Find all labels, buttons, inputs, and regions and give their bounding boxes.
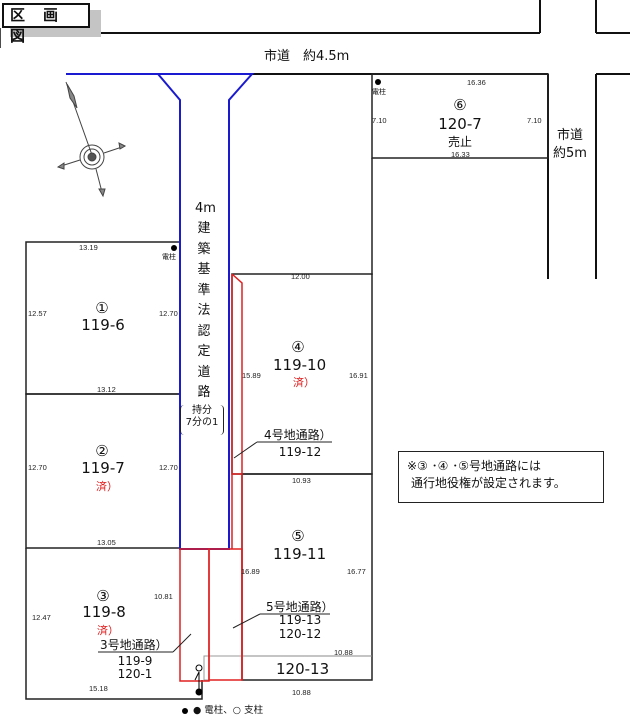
note-line-2: 通行地役権が設定されます。: [411, 476, 566, 490]
lot-4-status: 済）: [293, 376, 315, 389]
lot-2-dim-right: 12.70: [159, 463, 178, 472]
char: 準: [197, 282, 211, 298]
lot-6-status: 売止: [448, 135, 473, 149]
lot-5-id: 119-11: [273, 545, 327, 563]
share-line-1: 持分: [192, 405, 212, 416]
legend: ● 電柱、○ 支柱: [193, 705, 264, 716]
lot-3-dim-bottom: 15.18: [89, 684, 108, 693]
lot-4-dim-top: 12.00: [291, 272, 310, 281]
lot-1-dim-right: 12.70: [159, 309, 178, 318]
right-road-width: 約5m: [553, 146, 587, 161]
lot-3-boundary: [25, 548, 203, 700]
support-pole-icon: [195, 664, 203, 672]
lot-120-13-id: 120-13: [276, 660, 330, 678]
passage-5-outline: [208, 548, 243, 681]
lot-4-dim-left: 15.89: [242, 371, 261, 380]
lot-3-status: 済）: [97, 624, 119, 637]
lot-5-dim-right: 16.77: [347, 567, 366, 576]
compass-icon: [56, 81, 127, 198]
lot-1-dim-left: 12.57: [28, 309, 47, 318]
lot-6-dim-bottom: 16.33: [451, 150, 470, 159]
char: 認: [197, 323, 211, 339]
char: 築: [197, 241, 211, 257]
char: 法: [197, 303, 211, 318]
lot-6-dim-top: 16.36: [467, 78, 486, 87]
utility-pole-icon: [375, 79, 381, 85]
legend-pole-icon: [182, 708, 188, 714]
lot-6-boundary: [371, 73, 549, 159]
lot-2-id: 119-7: [81, 459, 125, 477]
private-road-vertical-label: 建 築 基 準 法 認 定 道 路: [196, 219, 212, 404]
right-road-label: 市道: [557, 128, 584, 143]
lot-2-dim-left: 12.70: [28, 463, 47, 472]
lot-6-number: ⑥: [453, 96, 467, 114]
lot-1-dim-top: 13.19: [79, 243, 98, 252]
pole-wire: [194, 671, 200, 681]
lot-2-status: 済）: [96, 480, 118, 493]
lot-3-number: ③: [96, 587, 110, 605]
lot-4-dim-bottom: 10.93: [292, 476, 311, 485]
passage-3-outline: [179, 548, 210, 682]
lot-3-dim-right: 10.81: [154, 592, 173, 601]
lot-5-number: ⑤: [291, 527, 305, 545]
pole-label: 電柱: [162, 253, 176, 261]
lot-3-id: 119-8: [82, 603, 126, 621]
passage-4-label: 4号地通路）: [264, 428, 332, 442]
share-label: 持分 7分の1: [180, 405, 224, 435]
share-line-2: 7分の1: [185, 417, 219, 428]
char: 基: [197, 262, 211, 277]
page-title: 区画図: [2, 3, 90, 45]
lot-120-13-dim-bottom: 10.88: [292, 688, 311, 697]
char: 定: [197, 344, 211, 359]
lot-1-id: 119-6: [81, 316, 125, 334]
lot-6-dim-left: 7.10: [372, 116, 387, 125]
lot-4-id: 119-10: [273, 356, 327, 374]
leader-4: [233, 441, 258, 459]
char: 建: [197, 221, 211, 236]
passage-5-label: 5号地通路）: [266, 600, 334, 614]
pole-label: 電柱: [372, 88, 386, 96]
passage-3-label: 3号地通路）: [100, 638, 168, 652]
passage-5-id: 120-12: [278, 627, 322, 641]
lot-4-number: ④: [291, 338, 305, 356]
utility-pole-icon: [195, 688, 203, 696]
char: 道: [197, 364, 211, 380]
easement-note: ※③ ･④ ･⑤号地通路には 通行地役権が設定されます。: [398, 451, 604, 503]
lot-6-dim-right: 7.10: [527, 116, 542, 125]
lot-4-dim-right: 16.91: [349, 371, 368, 380]
lot-3-dim-left: 12.47: [32, 613, 51, 622]
note-line-1: ※③ ･④ ･⑤号地通路には: [407, 459, 541, 473]
lot-2-dim-bottom: 13.05: [97, 538, 116, 547]
passage-5-id: 119-13: [278, 613, 322, 627]
lot-5-dim-left: 16.89: [241, 567, 260, 576]
leader-3: [172, 633, 192, 653]
char: 路: [197, 385, 211, 400]
utility-pole-icon: [171, 245, 177, 251]
lot-2-number: ②: [95, 442, 109, 460]
passage-4-id: 119-12: [278, 445, 322, 459]
passage-4-outline: [231, 273, 243, 680]
lot-6-id: 120-7: [438, 115, 482, 133]
passage-3-id: 120-1: [117, 667, 153, 681]
top-road-label: 市道 約4.5m: [264, 49, 350, 64]
private-road-width: 4m: [195, 201, 216, 216]
leader-5: [232, 613, 261, 629]
lot-1-number: ①: [95, 299, 109, 317]
passage-3-id: 119-9: [117, 654, 153, 668]
lot-1-dim-bottom: 13.12: [97, 385, 116, 394]
lot-5-dim-inner-bottom: 10.88: [334, 648, 353, 657]
